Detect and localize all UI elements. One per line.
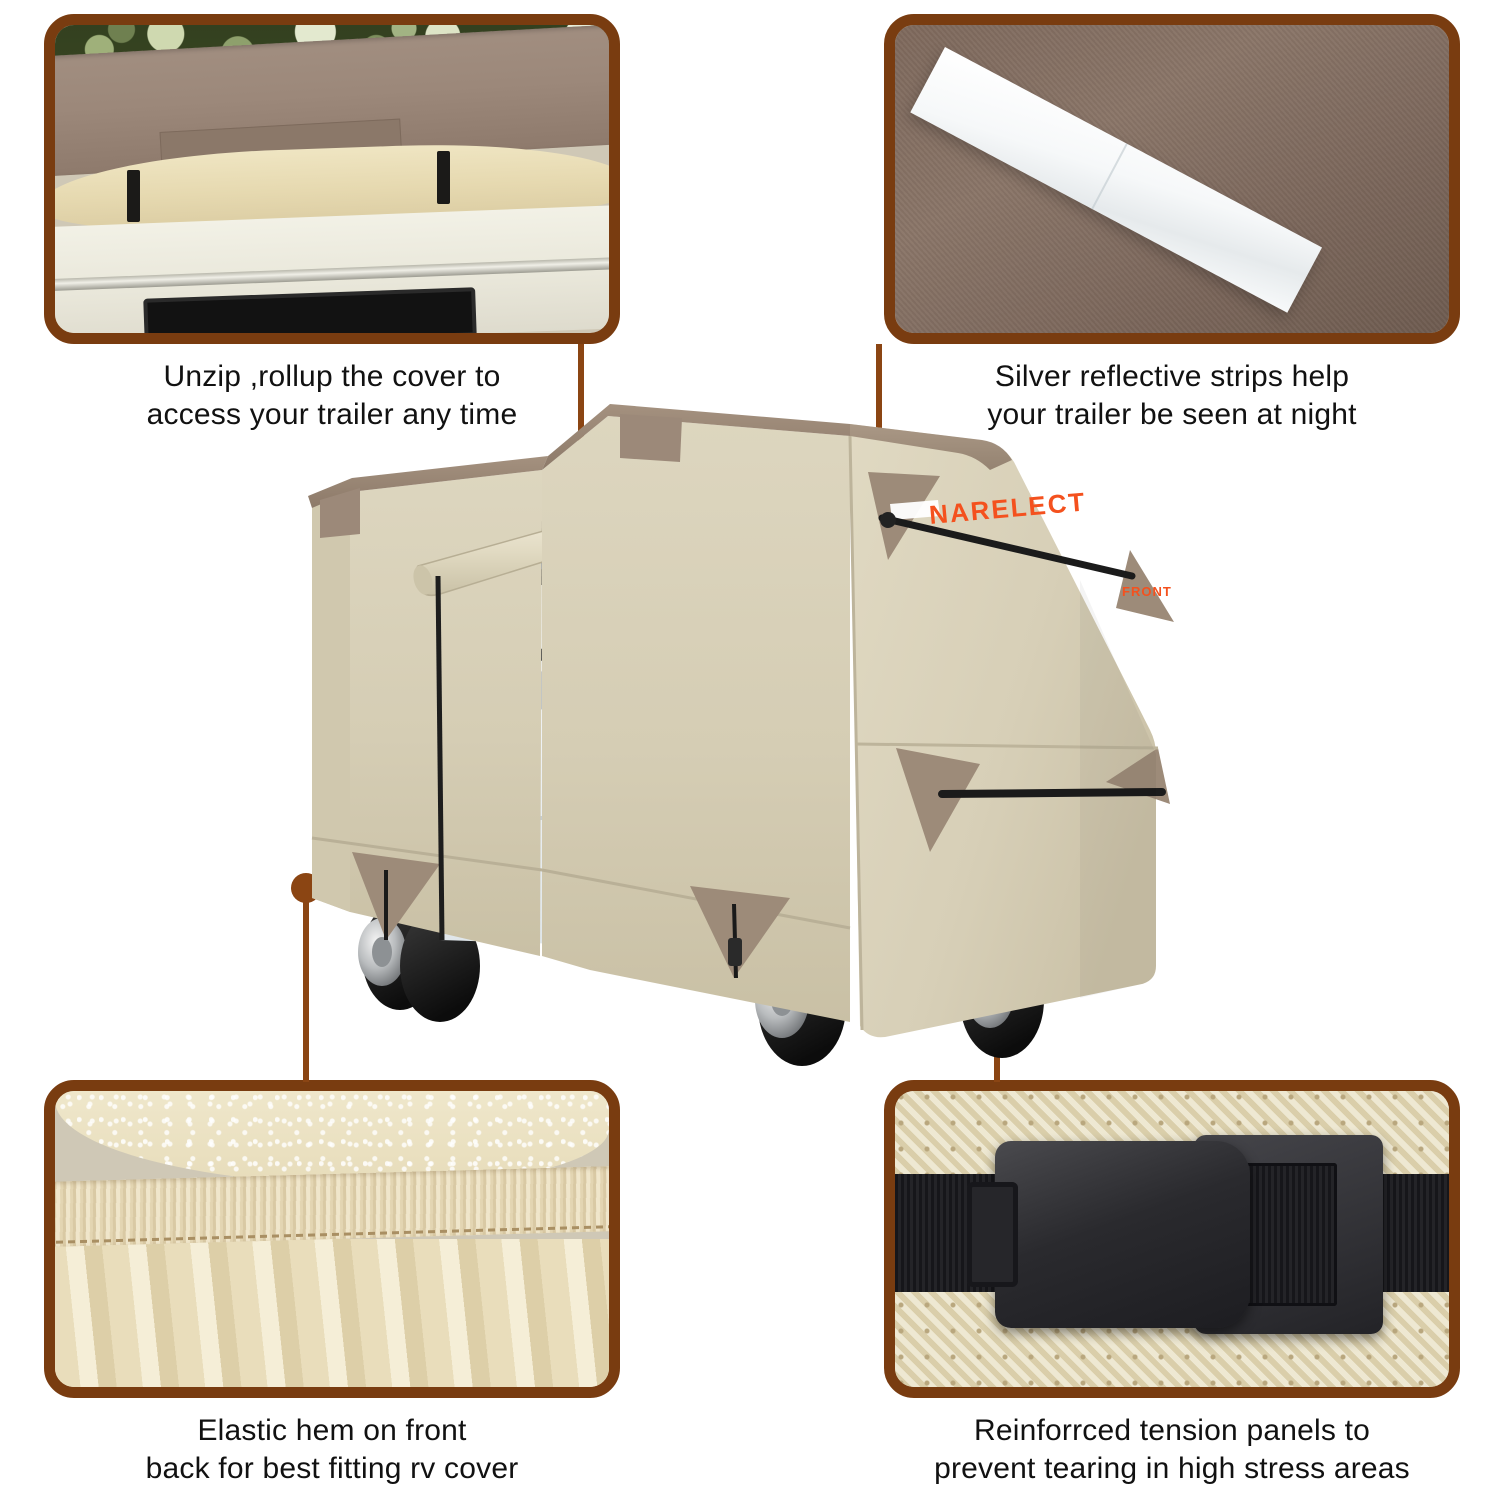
- caption-reflective-strips: Silver reflective strips help your trail…: [987, 360, 1357, 432]
- front-upper-strap: [878, 514, 1136, 580]
- cover-seam-lower-mid: [541, 868, 851, 930]
- photo-content-roof: [55, 25, 609, 333]
- feature-photo-elastic-hem: [44, 1080, 620, 1398]
- photo-content-hem: [55, 1091, 609, 1387]
- cover-roof-trim-mid: [542, 404, 850, 470]
- caption-unzip-rollup: Unzip ,rollup the cover to access your t…: [146, 360, 518, 432]
- leader-line-elastic-hem: [303, 888, 309, 1082]
- feature-photo-unzip-rollup: [44, 14, 620, 344]
- caption-elastic-hem: Elastic hem on front back for best fitti…: [145, 1414, 519, 1486]
- caption-tension-panels: Reinforrced tension panels to prevent te…: [934, 1414, 1410, 1486]
- feature-photo-reflective-strips: [884, 14, 1460, 344]
- leader-line-unzip-rollup: [578, 344, 584, 492]
- cover-rear-face: [312, 492, 350, 912]
- feature-photo-tension-panels: [884, 1080, 1460, 1398]
- cover-roof-trim-rear: [308, 456, 548, 508]
- strap-left: [127, 169, 141, 223]
- front-orientation-label: FRONT: [1122, 584, 1172, 599]
- cover-front-cap: [850, 424, 1156, 1038]
- front-cap-top-bevel: [850, 424, 1012, 470]
- tension-panel-rear: [352, 852, 440, 940]
- cover-seam-lower-rear: [311, 836, 543, 872]
- photo-content-strip: [895, 25, 1449, 333]
- tension-panel-front-upper-right: [1116, 550, 1174, 622]
- photo-content-buckle: [895, 1091, 1449, 1387]
- gathered-skirt-fabric: [55, 1239, 609, 1387]
- tension-panel-front-lower-left: [896, 748, 980, 852]
- strap-right: [437, 151, 451, 204]
- cover-zipper-rear: [435, 575, 445, 941]
- buckle-male-clip: [966, 1141, 1250, 1328]
- cover-side-panel: [312, 470, 542, 956]
- rv-cover-illustration: FRONT NARELECT: [290, 400, 1240, 1080]
- tension-panel-mid: [690, 886, 790, 978]
- front-lower-strap: [938, 788, 1166, 798]
- cover-mid-side-panel: [542, 416, 850, 1022]
